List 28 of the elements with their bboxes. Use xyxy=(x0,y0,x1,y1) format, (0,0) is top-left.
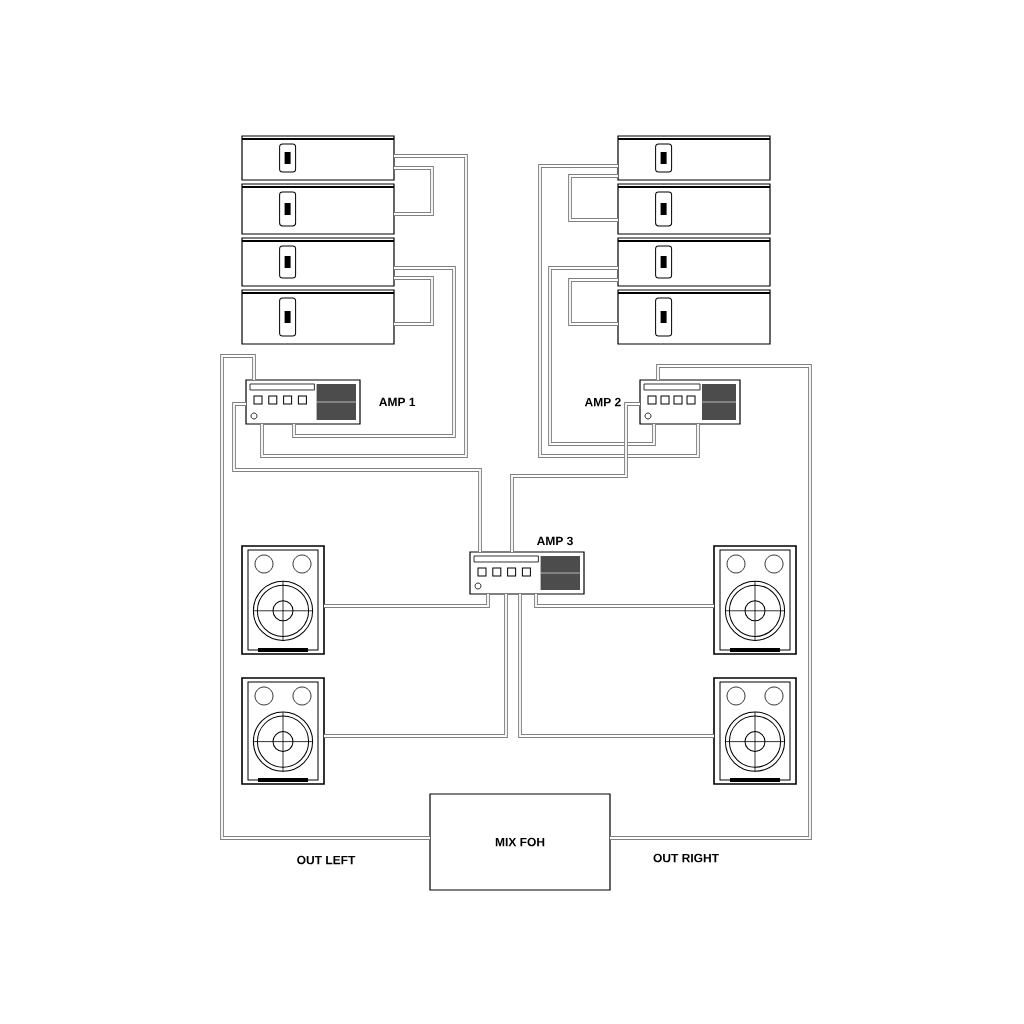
cable xyxy=(510,402,641,553)
cable xyxy=(548,266,656,446)
cable xyxy=(568,278,619,326)
cable xyxy=(260,154,468,458)
cable xyxy=(609,364,812,840)
speaker-drawing xyxy=(713,677,797,785)
line-array-cabinet-drawing xyxy=(241,289,395,345)
cable xyxy=(232,402,482,553)
speaker-drawing xyxy=(241,677,325,785)
cable xyxy=(538,164,700,458)
cable xyxy=(518,593,715,738)
cable xyxy=(534,593,715,608)
line-array-cabinet-drawing xyxy=(617,237,771,287)
cable xyxy=(393,166,434,216)
cable xyxy=(393,276,434,326)
cable xyxy=(292,266,456,438)
line-array-cabinet-drawing xyxy=(617,183,771,235)
line-array-cabinet-drawing xyxy=(617,135,771,181)
line-array-cabinet-drawing xyxy=(241,183,395,235)
cable xyxy=(323,593,490,608)
line-array-cabinet-drawing xyxy=(617,289,771,345)
speaker-drawing xyxy=(713,545,797,655)
cable xyxy=(220,354,431,840)
line-array-cabinet-drawing xyxy=(241,237,395,287)
cable xyxy=(323,593,508,738)
line-array-cabinet-drawing xyxy=(241,135,395,181)
cable xyxy=(568,174,619,222)
speaker-drawing xyxy=(241,545,325,655)
